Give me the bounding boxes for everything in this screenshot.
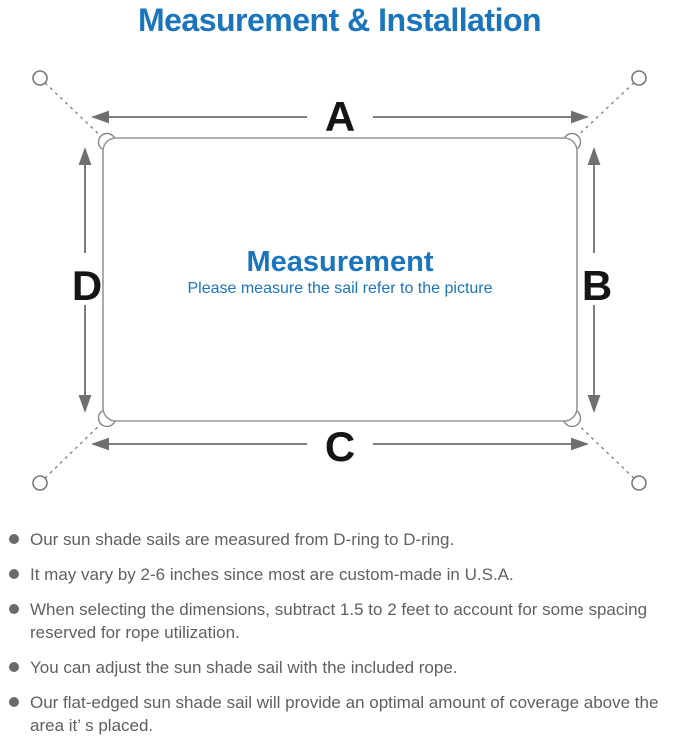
list-item: You can adjust the sun shade sail with t… xyxy=(0,656,679,679)
list-item: When selecting the dimensions, subtract … xyxy=(0,598,679,644)
anchor-points xyxy=(32,70,647,491)
arrow-c-right-head xyxy=(571,437,589,451)
rope-top-left xyxy=(39,77,109,144)
arrow-b-down-head xyxy=(587,395,601,413)
note-text: Our flat-edged sun shade sail will provi… xyxy=(30,693,659,735)
rope-bottom-left xyxy=(39,416,109,484)
dimension-arrow-d xyxy=(78,147,92,413)
note-text: You can adjust the sun shade sail with t… xyxy=(30,658,458,677)
sail-measurement-diagram: A B C D Measurement Please measure the s… xyxy=(32,70,647,491)
diagram-center-subtitle: Please measure the sail refer to the pic… xyxy=(187,280,492,297)
anchor-point-icon-top-right xyxy=(631,70,647,86)
anchor-point-icon-bottom-right xyxy=(631,475,647,491)
page-title: Measurement & Installation xyxy=(137,2,542,38)
sail-outline xyxy=(102,137,578,422)
rope-dashed-lines xyxy=(39,77,640,484)
list-item: It may vary by 2-6 inches since most are… xyxy=(0,563,679,586)
dimension-label-b: B xyxy=(582,262,612,309)
anchor-point-icon-top-left xyxy=(32,70,48,86)
dimension-label-d: D xyxy=(72,262,102,309)
arrow-b-up-head xyxy=(587,147,601,165)
bullet-icon xyxy=(9,662,19,672)
note-text: It may vary by 2-6 inches since most are… xyxy=(30,565,514,584)
dimension-label-c: C xyxy=(325,423,355,470)
bullet-icon xyxy=(9,569,19,579)
list-item: Our flat-edged sun shade sail will provi… xyxy=(0,691,679,737)
bullet-icon xyxy=(9,534,19,544)
dimension-arrow-c xyxy=(91,437,589,451)
arrow-c-left-head xyxy=(91,437,109,451)
arrow-d-up-head xyxy=(78,147,92,165)
arrow-a-left-head xyxy=(91,110,109,124)
list-item: Our sun shade sails are measured from D-… xyxy=(0,528,679,551)
bullet-icon xyxy=(9,604,19,614)
notes-list: Our sun shade sails are measured from D-… xyxy=(0,528,679,739)
note-text: When selecting the dimensions, subtract … xyxy=(30,600,648,642)
dimension-arrow-b xyxy=(587,147,601,413)
anchor-point-icon-bottom-left xyxy=(32,475,48,491)
bullet-icon xyxy=(9,697,19,707)
diagram-center-title: Measurement xyxy=(247,246,434,278)
dimension-arrow-a xyxy=(91,110,589,124)
dimension-label-a: A xyxy=(325,93,355,140)
rope-top-right xyxy=(569,77,640,144)
note-text: Our sun shade sails are measured from D-… xyxy=(30,530,455,549)
arrow-a-right-head xyxy=(571,110,589,124)
arrow-d-down-head xyxy=(78,395,92,413)
rope-bottom-right xyxy=(569,416,640,484)
